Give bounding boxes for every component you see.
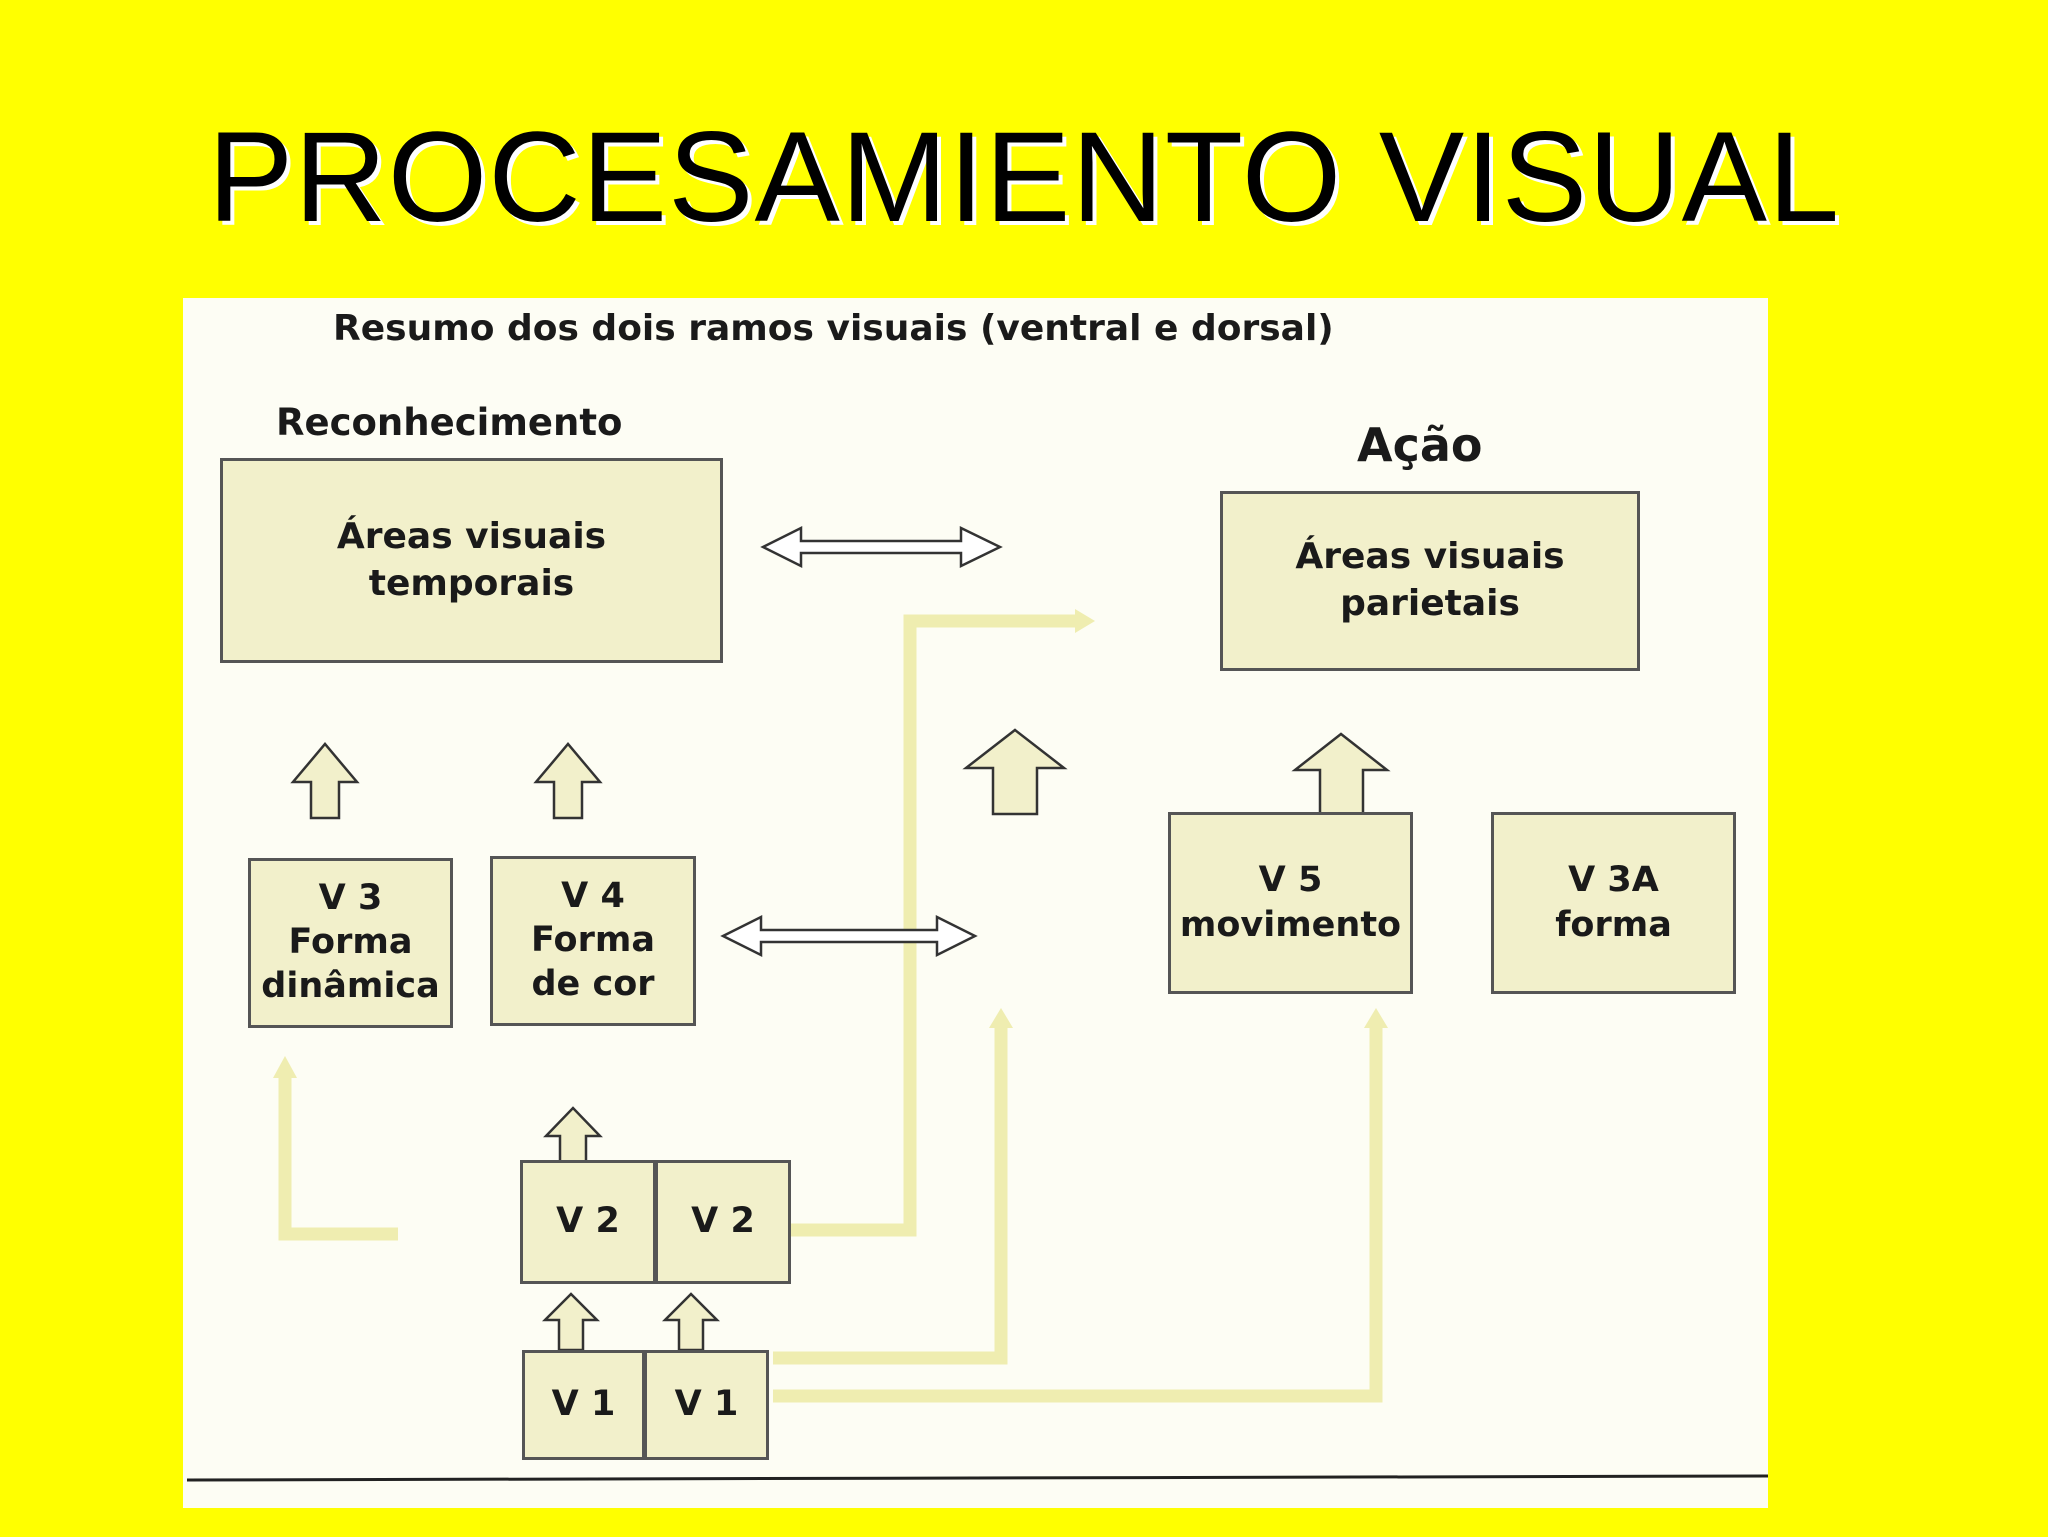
diagram-block-arrows	[186, 728, 1768, 1482]
up-arrow-v4	[533, 742, 603, 820]
box-v2-right-label: V 2	[691, 1201, 755, 1242]
box-v2-left: V 2	[520, 1160, 656, 1284]
box-temporal-label: Áreas visuais temporais	[336, 515, 607, 604]
up-arrow-v3	[290, 742, 360, 820]
diagram-figure: Resumo dos dois ramos visuais (ventral e…	[183, 298, 1768, 1508]
up-arrow-v1-right	[661, 1292, 721, 1352]
box-v4: V 4 Forma de cor	[490, 856, 696, 1026]
pathway-v1-to-v3a	[773, 1026, 1383, 1403]
box-v1-left: V 1	[522, 1350, 645, 1460]
up-arrow-v1-left	[541, 1292, 601, 1352]
up-arrow-v5	[962, 728, 1068, 816]
box-v1-right-label: V 1	[674, 1384, 739, 1425]
box-v1-left-label: V 1	[551, 1384, 616, 1425]
double-arrow-middle	[720, 914, 978, 958]
box-v2-left-label: V 2	[556, 1201, 620, 1242]
box-v5-label: V 5 movimento	[1179, 859, 1402, 946]
box-v2-right: V 2	[655, 1160, 791, 1284]
diagram-title: Resumo dos dois ramos visuais (ventral e…	[333, 308, 1334, 349]
double-arrow-top	[760, 525, 1003, 569]
box-v4-label: V 4 Forma de cor	[531, 876, 655, 1004]
pathway-head-parietal	[1075, 609, 1095, 633]
slide-title: PROCESAMIENTO VISUAL	[207, 106, 1841, 249]
box-v3a: V 3A forma	[1491, 812, 1736, 994]
heading-acao: Ação	[1357, 418, 1483, 472]
up-arrow-v2	[543, 1106, 603, 1168]
box-v3-label: V 3 Forma dinâmica	[261, 878, 440, 1006]
box-v1-right: V 1	[644, 1350, 769, 1460]
box-v3a-label: V 3A forma	[1555, 859, 1672, 946]
pathway-head-v3a	[1364, 1008, 1388, 1028]
pathway-v2-to-v3	[278, 1076, 398, 1241]
box-v3: V 3 Forma dinâmica	[248, 858, 453, 1028]
figure-bottom-rule	[186, 1474, 1768, 1482]
pathway-v1-to-v5	[773, 1026, 1008, 1365]
box-v5: V 5 movimento	[1168, 812, 1413, 994]
heading-reconhecimento: Reconhecimento	[276, 401, 623, 444]
pathway-v2-to-parietal	[788, 614, 1078, 1237]
box-parietal-areas: Áreas visuais parietais	[1220, 491, 1640, 671]
box-parietal-label: Áreas visuais parietais	[1295, 536, 1565, 624]
up-arrow-v3a	[1291, 732, 1391, 816]
pathway-head-v5	[989, 1008, 1013, 1028]
pathway-head-v3	[273, 1056, 297, 1078]
box-temporal-areas: Áreas visuais temporais	[220, 458, 723, 663]
